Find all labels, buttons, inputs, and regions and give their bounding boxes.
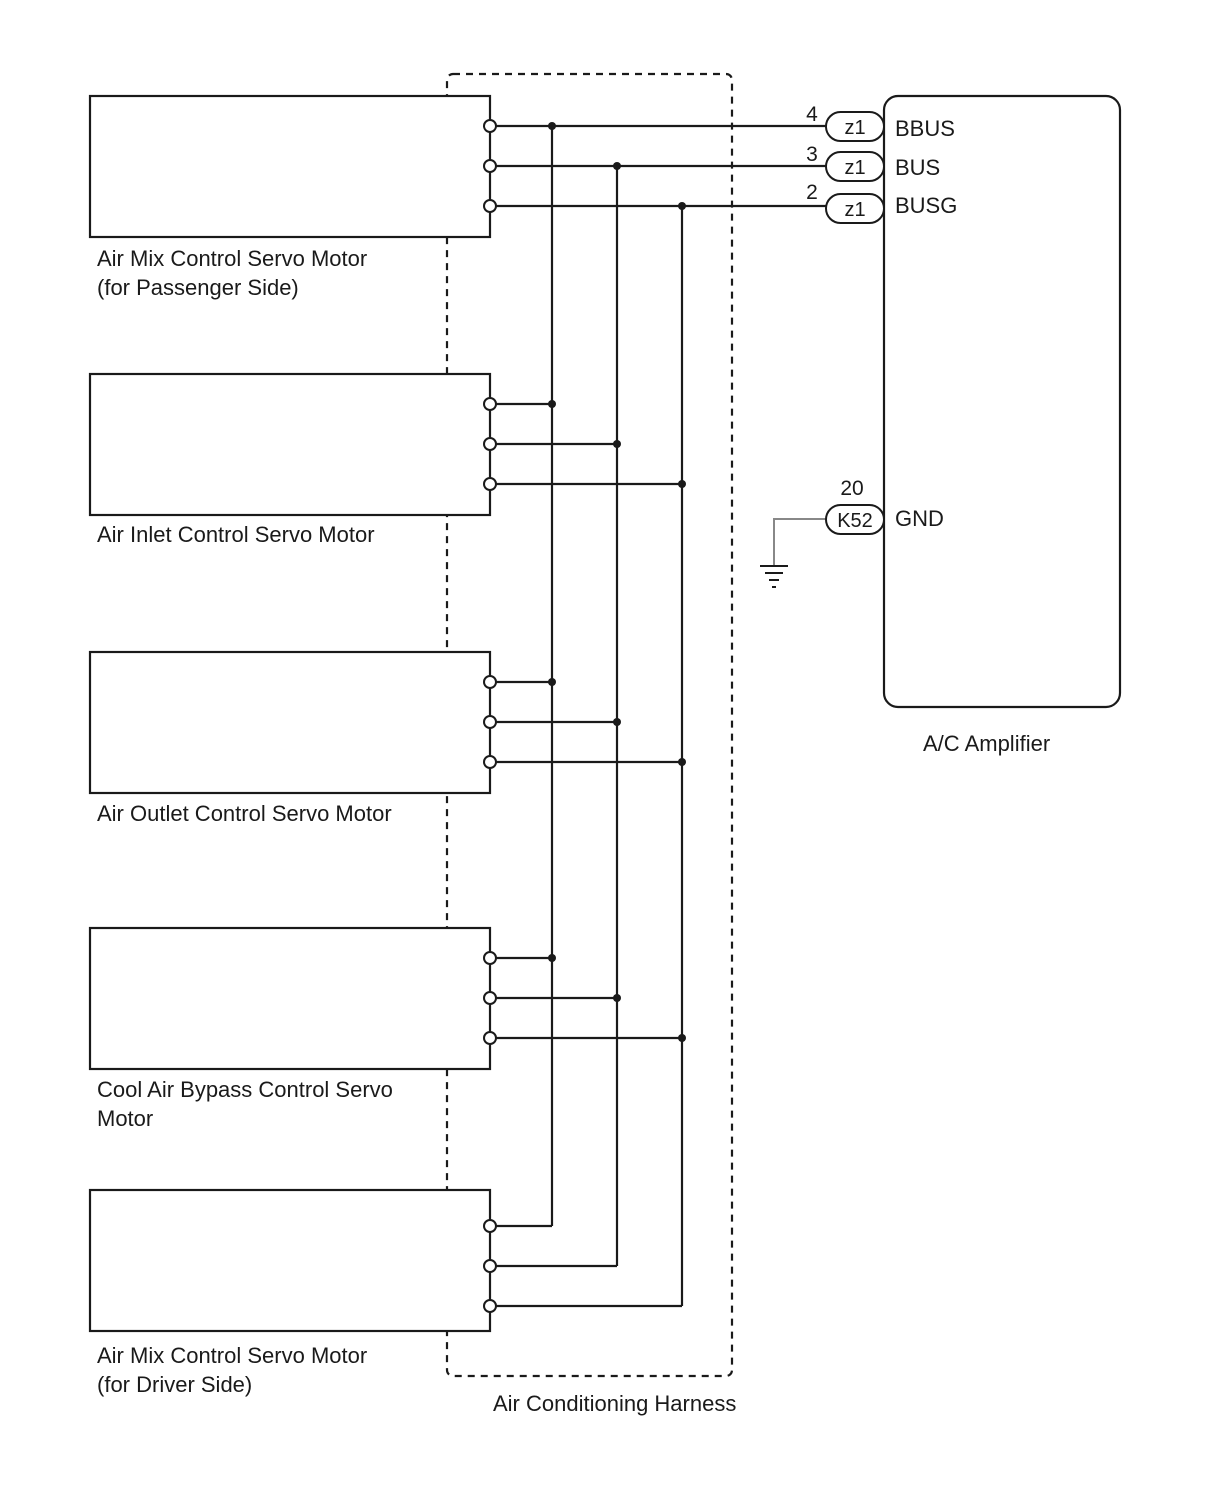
- connector-k52: [825, 504, 885, 535]
- connector-code: z1: [844, 157, 865, 179]
- pin-number: 2: [806, 181, 818, 204]
- terminal: [483, 397, 497, 411]
- motor-label: Air Inlet Control Servo Motor: [97, 522, 375, 547]
- junction-dot: [613, 440, 621, 448]
- harness-boundary: [445, 72, 734, 1378]
- motor-label: (for Passenger Side): [97, 275, 299, 300]
- terminal: [483, 159, 497, 173]
- junction-dot: [678, 202, 686, 210]
- junction-dot: [548, 954, 556, 962]
- motor-label: Motor: [97, 1106, 153, 1131]
- terminal: [483, 437, 497, 451]
- terminal: [483, 1219, 497, 1233]
- terminal: [483, 755, 497, 769]
- pin-name: BUS: [895, 155, 940, 180]
- pin-name: GND: [895, 506, 944, 531]
- junction-dot: [548, 122, 556, 130]
- junction-dot: [548, 678, 556, 686]
- pin-number: 3: [806, 143, 818, 166]
- junction-dot: [548, 400, 556, 408]
- terminal: [483, 199, 497, 213]
- connector-z1: [825, 111, 885, 142]
- terminal: [483, 1031, 497, 1045]
- junction-dot: [613, 162, 621, 170]
- motor-label: Air Mix Control Servo Motor: [97, 1343, 367, 1368]
- terminal: [483, 1299, 497, 1313]
- motor-air-outlet: [88, 650, 492, 795]
- ground-wire: [773, 518, 826, 566]
- terminal: [483, 675, 497, 689]
- motor-air-inlet: [88, 372, 492, 517]
- pin-number: 4: [806, 103, 818, 126]
- terminal: [483, 991, 497, 1005]
- terminal: [483, 1259, 497, 1273]
- pin-name: BBUS: [895, 116, 955, 141]
- junction-dot: [678, 758, 686, 766]
- motor-label: Cool Air Bypass Control Servo: [97, 1077, 393, 1102]
- ac-amplifier-box: [882, 94, 1122, 709]
- terminal: [483, 951, 497, 965]
- ac-amplifier-label: A/C Amplifier: [923, 731, 1050, 756]
- junction-dot: [613, 718, 621, 726]
- connector-z1: [825, 151, 885, 182]
- connector-z1: [825, 193, 885, 224]
- connector-code: z1: [844, 199, 865, 221]
- motor-label: Air Outlet Control Servo Motor: [97, 801, 392, 826]
- motor-label: Air Mix Control Servo Motor: [97, 246, 367, 271]
- harness-label: Air Conditioning Harness: [493, 1391, 736, 1416]
- motor-air-mix-driver: [88, 1188, 492, 1333]
- terminal: [483, 715, 497, 729]
- motor-cool-air-bypass: [88, 926, 492, 1071]
- terminal: [483, 119, 497, 133]
- motor-label: (for Driver Side): [97, 1372, 252, 1397]
- pin-number: 20: [840, 477, 863, 500]
- junction-dot: [678, 1034, 686, 1042]
- junction-dot: [613, 994, 621, 1002]
- motor-air-mix-passenger: [88, 94, 492, 239]
- terminal: [483, 477, 497, 491]
- connector-code: K52: [837, 510, 873, 532]
- junction-dot: [678, 480, 686, 488]
- pin-name: BUSG: [895, 193, 957, 218]
- connector-code: z1: [844, 117, 865, 139]
